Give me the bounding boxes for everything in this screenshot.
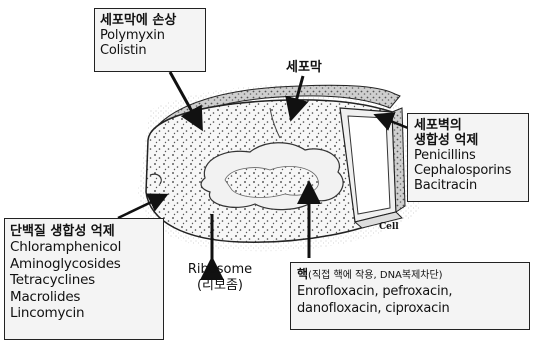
cell-wall-title-line2: 생합성 억제 — [414, 133, 522, 148]
ribosome-label: Ribosome (리보좀) — [180, 262, 260, 294]
nucleoid-inner — [225, 166, 318, 197]
wall-drug-penicillins: Penicillins — [414, 148, 522, 163]
protein-synthesis-box: 단백질 생합성 억제 Chloramphenicol Aminoglycosid… — [4, 218, 164, 340]
nucleus-action-box: 핵(직접 핵에 작용, DNA복제차단) Enrofloxacin, pefro… — [290, 262, 530, 330]
ribosome-label-ko: (리보좀) — [180, 278, 260, 294]
cell-label: Cell — [379, 222, 399, 232]
protein-drug-macrolides: Macrolides — [10, 289, 158, 306]
nucleus-drugs-line1: Enrofloxacin, pefroxacin, — [297, 283, 523, 300]
nucleus-title-sub: (직접 핵에 작용, DNA복제차단) — [308, 270, 443, 281]
membrane-damage-title: 세포막에 손상 — [100, 13, 200, 28]
wall-drug-bacitracin: Bacitracin — [414, 178, 522, 193]
membrane-drug-polymyxin: Polymyxin — [100, 28, 200, 43]
protein-synthesis-title: 단백질 생합성 억제 — [10, 224, 158, 239]
nucleus-title: 핵(직접 핵에 작용, DNA복제차단) — [297, 267, 523, 283]
protein-drug-chloramphenicol: Chloramphenicol — [10, 239, 158, 256]
wall-drug-cephalosporins: Cephalosporins — [414, 163, 522, 178]
nucleus-title-main: 핵 — [297, 267, 308, 281]
protein-drug-tetracyclines: Tetracyclines — [10, 272, 158, 289]
protein-drug-aminoglycosides: Aminoglycosides — [10, 256, 158, 273]
protein-drug-lincomycin: Lincomycin — [10, 305, 158, 322]
membrane-damage-box: 세포막에 손상 Polymyxin Colistin — [94, 8, 206, 72]
cell-wall-title-line1: 세포벽의 — [414, 118, 522, 133]
nucleus-drugs-line2: danofloxacin, ciproxacin — [297, 300, 523, 317]
membrane-label: 세포막 — [286, 56, 322, 75]
ribosome-label-en: Ribosome — [180, 262, 260, 278]
cell-wall-synthesis-box: 세포벽의 생합성 억제 Penicillins Cephalosporins B… — [407, 113, 529, 202]
membrane-drug-colistin: Colistin — [100, 43, 200, 58]
